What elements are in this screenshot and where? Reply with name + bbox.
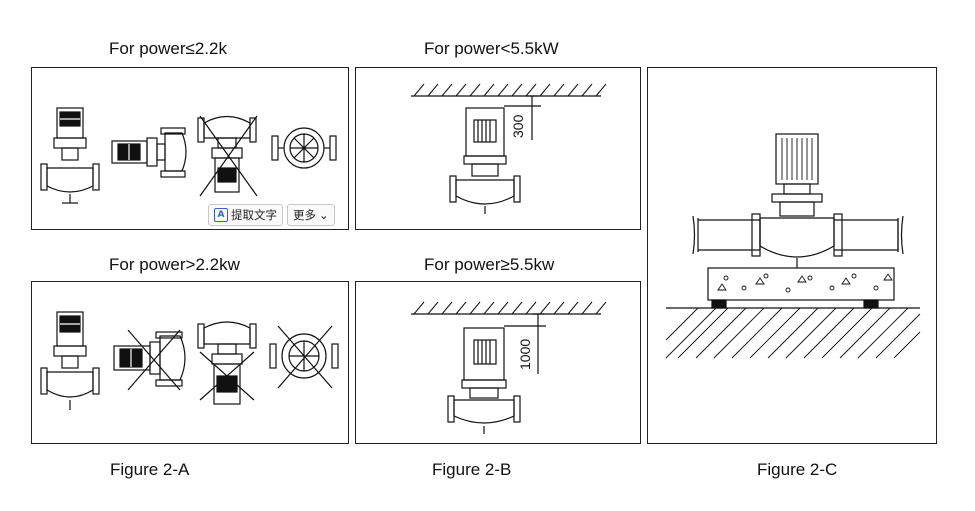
ocr-toolbar: A 提取文字 更多 ⌄ [208, 204, 335, 226]
pump-upside-down-crossed [197, 115, 258, 197]
pump-horizontal-crossed [113, 329, 186, 391]
caption-figure-2b: Figure 2-B [432, 460, 512, 479]
pump-vertical-upright [40, 107, 100, 204]
figure-2b-top-panel: 300 [355, 67, 641, 230]
pump-upside-down-crossed-large [197, 321, 257, 405]
clearance-dimension-1000: 1000 [517, 339, 533, 370]
ceiling-hung-pump-small: 300 [411, 83, 607, 214]
extract-text-button[interactable]: A 提取文字 [208, 204, 283, 226]
pump-horizontal [111, 127, 187, 178]
extract-text-label: 提取文字 [231, 208, 277, 222]
label-power-ge-5-5kw: For power≥5.5kw [424, 255, 555, 274]
figure-2a-top-panel: A 提取文字 更多 ⌄ [31, 67, 349, 230]
caption-figure-2a: Figure 2-A [110, 460, 190, 479]
pump-orientations-large [40, 311, 339, 410]
caption-figure-2c: Figure 2-C [757, 460, 838, 479]
pump-top-view-crossed-large [269, 325, 339, 389]
label-power-le-2-2k: For power≤2.2k [109, 39, 227, 58]
label-power-gt-2-2kw: For power>2.2kw [109, 255, 240, 274]
more-button[interactable]: 更多 ⌄ [287, 204, 335, 226]
pump-orientations-small [40, 107, 337, 204]
pump-top-view-crossed [271, 127, 337, 169]
pump-on-concrete-base [665, 133, 921, 359]
ceiling-hung-pump-large: 1000 [411, 301, 607, 434]
text-extract-icon: A [214, 208, 228, 222]
pump-vertical-upright-large [40, 311, 100, 410]
figure-2b-bottom-panel: 1000 [355, 281, 641, 444]
figure-2a-bottom-panel [31, 281, 349, 444]
label-power-lt-5-5kw: For power<5.5kW [424, 39, 559, 58]
figure-2c-panel [647, 67, 937, 444]
more-label: 更多 [293, 208, 316, 222]
clearance-dimension-300: 300 [510, 114, 526, 138]
chevron-down-icon: ⌄ [319, 208, 329, 222]
